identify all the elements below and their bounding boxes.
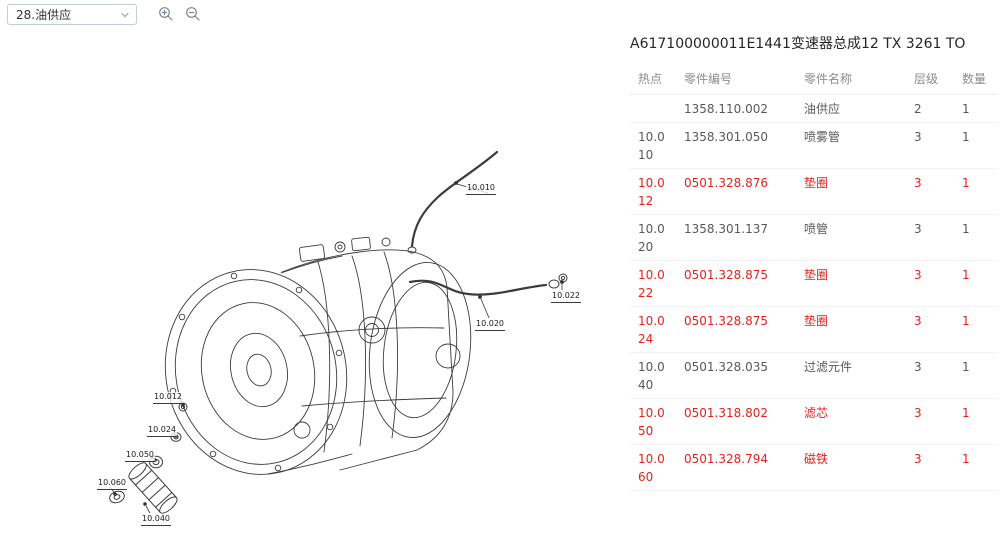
- zoom-out-icon[interactable]: [184, 5, 202, 23]
- table-row[interactable]: 10.040 0501.328.035 过滤元件 3 1: [630, 352, 998, 399]
- cell-qty: 1: [954, 260, 998, 307]
- cell-qty: 1: [954, 168, 998, 215]
- col-header-qty: 数量: [954, 63, 998, 95]
- cell-qty: 1: [954, 352, 998, 399]
- parts-list-panel: A617100000011E1441变速器总成12 TX 3261 TO 热点 …: [630, 33, 998, 491]
- cell-hotspot: [630, 94, 676, 123]
- diagram-callout[interactable]: 10.010: [466, 183, 496, 195]
- col-header-hotspot: 热点: [630, 63, 676, 95]
- cell-part-name: 磁铁: [796, 444, 906, 491]
- cell-hotspot: 10.040: [630, 352, 676, 399]
- table-row[interactable]: 10.050 0501.318.802 滤芯 3 1: [630, 398, 998, 445]
- cell-part-number: 1358.301.050: [676, 122, 796, 169]
- cell-hotspot: 10.050: [630, 398, 676, 445]
- table-row[interactable]: 1358.110.002 油供应 2 1: [630, 94, 998, 123]
- diagram-canvas[interactable]: 10.010 10.022 10.020 10.012 10.024 10.05…: [0, 26, 625, 538]
- cell-part-number: 0501.328.875: [676, 306, 796, 353]
- cell-level: 3: [906, 398, 954, 445]
- diagram-callout[interactable]: 10.050: [125, 450, 155, 462]
- table-row[interactable]: 10.060 0501.328.794 磁铁 3 1: [630, 444, 998, 491]
- cell-part-number: 0501.328.794: [676, 444, 796, 491]
- cell-qty: 1: [954, 94, 998, 123]
- cell-part-name: 垫圈: [796, 260, 906, 307]
- cell-level: 3: [906, 214, 954, 261]
- cell-level: 3: [906, 168, 954, 215]
- table-row[interactable]: 10.022 0501.328.875 垫圈 3 1: [630, 260, 998, 307]
- cell-part-name: 喷管: [796, 214, 906, 261]
- zoom-in-icon[interactable]: [157, 5, 175, 23]
- cell-hotspot: 10.020: [630, 214, 676, 261]
- cell-part-name: 滤芯: [796, 398, 906, 445]
- cell-qty: 1: [954, 398, 998, 445]
- col-header-level: 层级: [906, 63, 954, 95]
- parts-group-select-value: 28.油供应: [16, 8, 72, 22]
- cell-part-number: 0501.318.802: [676, 398, 796, 445]
- cell-level: 3: [906, 260, 954, 307]
- cell-qty: 1: [954, 306, 998, 353]
- table-row[interactable]: 10.020 1358.301.137 喷管 3 1: [630, 214, 998, 261]
- cell-level: 3: [906, 444, 954, 491]
- cell-level: 3: [906, 352, 954, 399]
- parts-table: 热点 零件编号 零件名称 层级 数量 1358.110.002 油供应 2 1 …: [630, 63, 998, 491]
- cell-part-number: 0501.328.875: [676, 260, 796, 307]
- cell-part-number: 1358.301.137: [676, 214, 796, 261]
- table-row[interactable]: 10.012 0501.328.876 垫圈 3 1: [630, 168, 998, 215]
- cell-part-name: 垫圈: [796, 306, 906, 353]
- table-header-row: 热点 零件编号 零件名称 层级 数量: [630, 63, 998, 95]
- col-header-part-name: 零件名称: [796, 63, 906, 95]
- diagram-callout[interactable]: 10.060: [97, 478, 127, 490]
- cell-level: 3: [906, 122, 954, 169]
- cell-part-name: 垫圈: [796, 168, 906, 215]
- table-row[interactable]: 10.024 0501.328.875 垫圈 3 1: [630, 306, 998, 353]
- cell-level: 2: [906, 94, 954, 123]
- cell-hotspot: 10.024: [630, 306, 676, 353]
- cell-part-number: 0501.328.035: [676, 352, 796, 399]
- diagram-callout[interactable]: 10.040: [141, 514, 171, 526]
- cell-part-name: 过滤元件: [796, 352, 906, 399]
- cell-part-number: 1358.110.002: [676, 94, 796, 123]
- cell-hotspot: 10.060: [630, 444, 676, 491]
- cell-hotspot: 10.010: [630, 122, 676, 169]
- cell-part-name: 喷雾管: [796, 122, 906, 169]
- table-row[interactable]: 10.010 1358.301.050 喷雾管 3 1: [630, 122, 998, 169]
- chevron-down-icon: [120, 10, 130, 20]
- diagram-callout[interactable]: 10.022: [551, 291, 581, 303]
- cell-qty: 1: [954, 444, 998, 491]
- cell-qty: 1: [954, 122, 998, 169]
- cell-level: 3: [906, 306, 954, 353]
- cell-hotspot: 10.022: [630, 260, 676, 307]
- col-header-part-number: 零件编号: [676, 63, 796, 95]
- diagram-callout[interactable]: 10.024: [147, 425, 177, 437]
- cell-part-name: 油供应: [796, 94, 906, 123]
- cell-part-number: 0501.328.876: [676, 168, 796, 215]
- gearbox-drawing: [109, 150, 568, 514]
- cell-qty: 1: [954, 214, 998, 261]
- diagram-callout[interactable]: 10.012: [153, 392, 183, 404]
- assembly-title: A617100000011E1441变速器总成12 TX 3261 TO: [630, 36, 966, 52]
- parts-group-select[interactable]: 28.油供应: [7, 4, 137, 25]
- diagram-callout[interactable]: 10.020: [475, 319, 505, 331]
- cell-hotspot: 10.012: [630, 168, 676, 215]
